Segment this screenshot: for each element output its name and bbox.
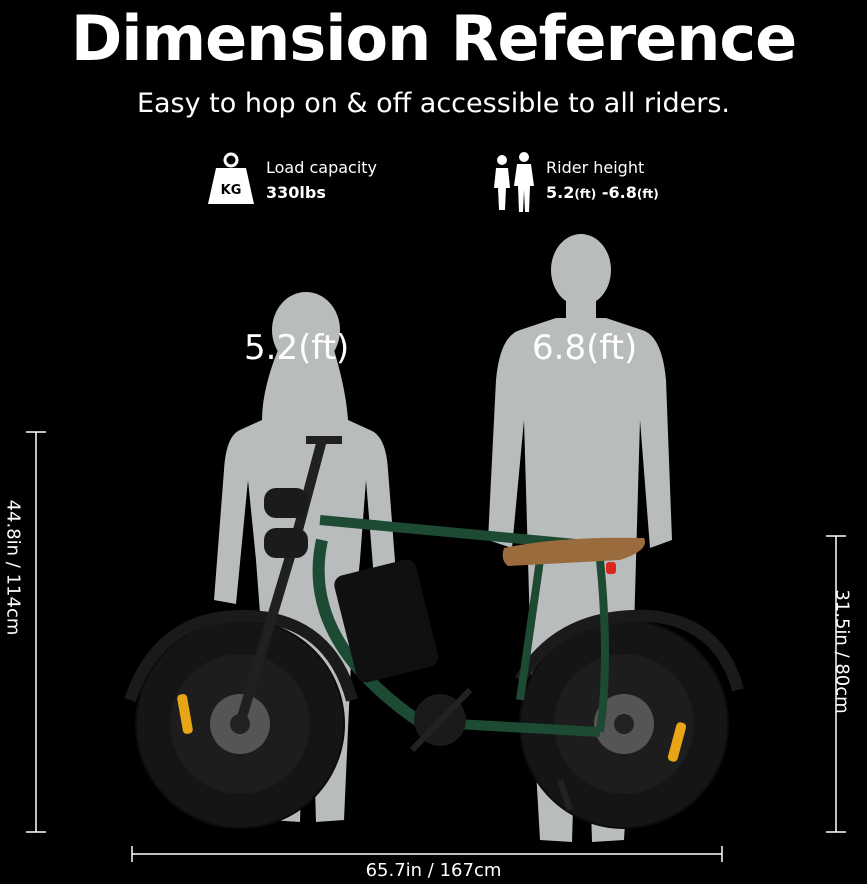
- rider-couple-icon: [494, 152, 534, 212]
- load-capacity-value: 330lbs: [266, 183, 326, 202]
- rider-height-value: 5.2(ft) -6.8(ft): [546, 183, 659, 202]
- short-rider-height-label: 5.2(ft): [244, 328, 350, 368]
- ebike-illustration: [124, 436, 744, 829]
- rider-height-max: 6.8: [608, 183, 637, 202]
- kg-weight-icon: KG: [208, 152, 254, 204]
- seat-height-dimension: 31.5in / 80cm: [831, 589, 853, 714]
- rider-height-separator: -: [596, 183, 609, 202]
- rider-height-label: Rider height: [546, 158, 645, 177]
- load-capacity-label: Load capacity: [266, 158, 378, 177]
- tall-rider-height-label: 6.8(ft): [532, 328, 638, 368]
- rider-height-min-unit: (ft): [574, 187, 597, 201]
- load-capacity-spec: KG Load capacity 330lbs: [206, 152, 406, 214]
- rider-height-max-unit: (ft): [636, 187, 659, 201]
- dimension-lines: [26, 431, 846, 862]
- page-subtitle: Easy to hop on & off accessible to all r…: [136, 88, 731, 119]
- page-title: Dimension Reference: [70, 2, 797, 75]
- kg-icon-text: KG: [221, 183, 242, 198]
- rider-height-min: 5.2: [546, 183, 575, 202]
- woman-silhouette: [214, 292, 398, 822]
- total-height-dimension: 44.8in / 114cm: [2, 499, 24, 636]
- rider-height-spec: Rider height 5.2(ft) -6.8(ft): [490, 152, 710, 214]
- length-dimension: 65.7in / 167cm: [365, 860, 502, 881]
